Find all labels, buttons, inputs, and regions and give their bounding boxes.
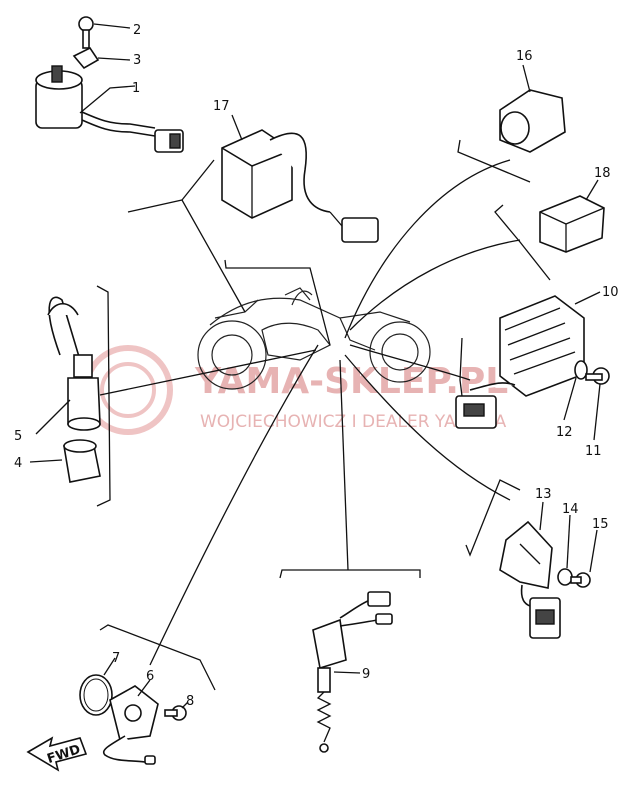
callout-18: 18	[594, 166, 611, 181]
callout-15: 15	[592, 517, 609, 532]
callout-8: 8	[186, 694, 194, 709]
callout-2: 2	[133, 23, 141, 38]
callout-9: 9	[362, 667, 370, 682]
callout-4: 4	[14, 456, 22, 471]
part-13-starter-relay	[499, 501, 561, 639]
watermark-brand: YAMA-SKLEP.PL	[194, 361, 508, 402]
leader-lines	[96, 139, 551, 691]
part-5-sensor	[35, 296, 101, 435]
callout-3: 3	[133, 53, 141, 68]
callout-7: 7	[112, 651, 120, 666]
part-1-main-switch	[35, 65, 184, 153]
callout-13: 13	[535, 487, 552, 502]
part-12-washer	[563, 360, 588, 421]
part-2-screw	[78, 16, 131, 49]
watermark: YAMA-SKLEP.PL WOJCIECHOWICZ I DEALER YAM…	[83, 345, 508, 435]
callout-1: 1	[132, 81, 140, 96]
fwd-arrow: FWD	[26, 736, 88, 772]
callout-10: 10	[602, 285, 619, 300]
callout-14: 14	[562, 502, 579, 517]
callout-17: 17	[213, 99, 230, 114]
part-15-bolt	[570, 529, 598, 588]
motorcycle-outline	[197, 287, 431, 390]
watermark-logo-inner	[100, 362, 156, 418]
callout-5: 5	[14, 429, 22, 444]
part-14-washer	[557, 514, 573, 586]
part-6-sender	[103, 679, 159, 765]
part-17-relay-unit	[221, 114, 379, 243]
part-11-bolt	[585, 367, 610, 441]
part-9-stop-switch	[312, 591, 393, 753]
callout-numbers: 1 2 3 4 5 6 7 8 9 10 11 12 13 14 15 16 1…	[14, 23, 619, 709]
part-10-rectifier-regulator	[455, 291, 601, 429]
callout-16: 16	[516, 49, 533, 64]
callout-12: 12	[556, 425, 573, 440]
part-18-relay	[539, 179, 605, 253]
part-8-screw	[164, 701, 189, 721]
callout-6: 6	[146, 669, 154, 684]
part-3-washer	[72, 46, 131, 70]
part-7-o-ring	[79, 657, 116, 716]
callout-11: 11	[585, 444, 602, 459]
part-16-flasher-relay	[499, 64, 566, 153]
part-4-switch	[29, 439, 101, 483]
